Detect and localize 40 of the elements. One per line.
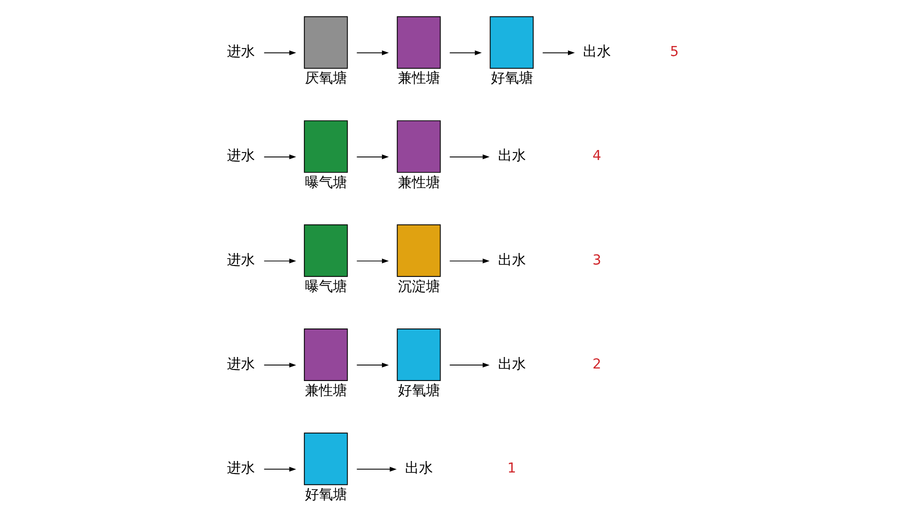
node-label: 兼性塘	[398, 70, 440, 87]
arrow	[263, 466, 296, 472]
label: 5	[669, 44, 678, 60]
node-text: 进水	[226, 44, 254, 60]
arrow	[356, 50, 388, 56]
arrow	[356, 258, 388, 264]
node-label: 曝气塘	[304, 278, 347, 295]
arrow	[448, 362, 490, 368]
node-label: 曝气塘	[304, 174, 347, 191]
label: 1	[506, 460, 516, 476]
arrow	[448, 50, 482, 56]
arrow	[448, 154, 490, 160]
arrow	[356, 154, 388, 160]
label: 2	[592, 356, 601, 372]
node-text: 进水	[226, 356, 254, 372]
arrow	[542, 50, 574, 56]
node-text: 出水	[497, 356, 526, 372]
arrow	[356, 362, 388, 368]
node-text: 进水	[226, 252, 254, 268]
node-text: 进水	[226, 148, 254, 164]
arrow	[263, 50, 296, 56]
arrow	[263, 362, 296, 368]
node-text: 出水	[497, 252, 526, 268]
node-label: 好氧塘	[304, 487, 347, 504]
node-text: 出水	[582, 44, 611, 60]
label: 3	[592, 252, 601, 268]
node-label: 好氧塘	[398, 383, 440, 400]
arrow	[356, 466, 396, 472]
label: 4	[592, 148, 601, 164]
arrow	[448, 258, 490, 264]
node-label: 沉淀塘	[398, 278, 440, 295]
node-label: 兼性塘	[398, 174, 440, 191]
node-label: 好氧塘	[490, 70, 533, 87]
node-label: 厌氧塘	[304, 70, 347, 87]
arrow	[263, 258, 296, 264]
arrow	[263, 154, 296, 160]
node-text: 出水	[404, 460, 433, 476]
node-label: 兼性塘	[304, 383, 347, 400]
node-text: 进水	[226, 460, 254, 476]
node-text: 出水	[497, 148, 526, 164]
